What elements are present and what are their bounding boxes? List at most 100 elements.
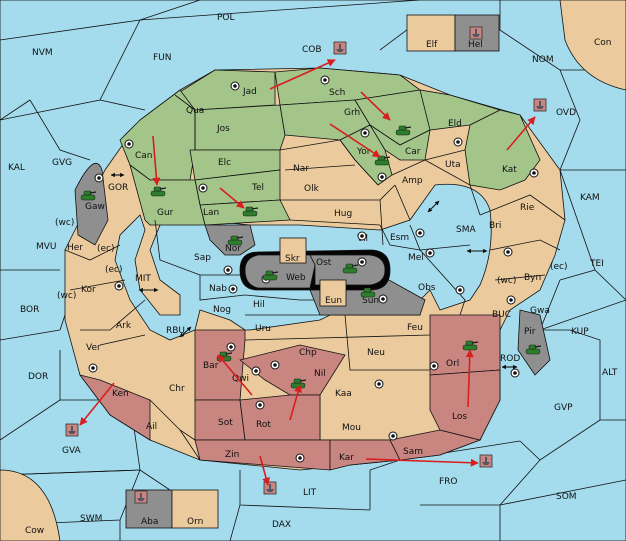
label-gwa: Gwa bbox=[530, 306, 550, 316]
label-pir: Pir bbox=[524, 327, 536, 337]
passage-sma-north bbox=[427, 200, 440, 213]
label-car: Car bbox=[405, 147, 421, 157]
army-unit-pir[interactable] bbox=[525, 344, 542, 355]
label-elf: Elf bbox=[426, 40, 438, 50]
army-unit-nor[interactable] bbox=[227, 235, 244, 246]
sea-label-mit: MIT bbox=[135, 274, 151, 284]
label-can: Can bbox=[135, 151, 153, 161]
territory-sam[interactable] bbox=[389, 429, 482, 461]
elf-hel-island bbox=[406, 14, 500, 52]
sea-label-mvu: MVU bbox=[36, 242, 57, 252]
territory-gaw[interactable] bbox=[74, 163, 109, 246]
supply-center-sun bbox=[378, 294, 388, 304]
territory-kat[interactable] bbox=[464, 109, 541, 191]
coast-marker-kor-ec: (ec) bbox=[105, 265, 123, 275]
order-arrow-rot-bar bbox=[217, 354, 253, 396]
sea-label-swm: SWM bbox=[80, 514, 102, 524]
fleet-unit-gva[interactable] bbox=[65, 423, 79, 437]
sea-label-buc: BUC bbox=[492, 310, 511, 320]
coast-marker-byn-wc: (wc) bbox=[497, 276, 516, 286]
army-unit-gaw[interactable] bbox=[80, 190, 97, 201]
label-nor: Nor bbox=[225, 244, 241, 254]
order-arrow-sch-car bbox=[360, 91, 391, 121]
territory-skr[interactable] bbox=[279, 237, 307, 264]
supply-center-rot bbox=[255, 400, 265, 410]
sea-label-pol: POL bbox=[217, 13, 235, 23]
army-unit-ost[interactable] bbox=[342, 263, 359, 274]
supply-center-jad bbox=[230, 81, 240, 91]
army-unit-sun[interactable] bbox=[360, 287, 377, 298]
coast-marker-byn-ec: (ec) bbox=[550, 262, 568, 272]
label-zin: Zin bbox=[225, 450, 239, 460]
order-arrow-kat-ovd bbox=[506, 116, 536, 151]
label-nil: Nil bbox=[314, 369, 326, 379]
sea-label-alt: ALT bbox=[602, 368, 618, 378]
fleet-unit-hel[interactable] bbox=[469, 26, 483, 40]
army-unit-lan[interactable] bbox=[242, 206, 259, 217]
label-tel: Tel bbox=[251, 183, 264, 193]
label-neu: Neu bbox=[367, 348, 385, 358]
fleet-unit-fro[interactable] bbox=[479, 454, 493, 468]
label-grh: Grh bbox=[344, 108, 360, 118]
fleet-unit-aba[interactable] bbox=[134, 490, 148, 504]
coast-marker-her-wc: (wc) bbox=[55, 218, 74, 228]
territory-eun[interactable] bbox=[319, 279, 347, 307]
fleet-unit-lit[interactable] bbox=[263, 481, 277, 495]
label-ark: Ark bbox=[116, 321, 132, 331]
sea-label-gor: GOR bbox=[108, 183, 128, 193]
fleet-unit-cob[interactable] bbox=[333, 41, 347, 55]
label-chp: Chp bbox=[299, 348, 317, 358]
sea-label-kup: KUP bbox=[571, 327, 589, 337]
supply-center-ken bbox=[88, 363, 98, 373]
label-jos: Jos bbox=[216, 124, 230, 134]
army-unit-gur[interactable] bbox=[150, 186, 167, 197]
supply-center-kat bbox=[529, 168, 539, 178]
supply-center-mel bbox=[425, 248, 435, 258]
label-sam: Sam bbox=[403, 447, 423, 457]
supply-center-sch bbox=[320, 75, 330, 85]
label-sch: Sch bbox=[329, 88, 345, 98]
supply-center-nab bbox=[228, 284, 238, 294]
label-hil: Hil bbox=[253, 300, 265, 310]
coast-markers: (wc) (ec) (wc) (ec) (wc) (ec) bbox=[55, 218, 568, 301]
army-unit-orl[interactable] bbox=[462, 340, 479, 351]
label-byn: Byn bbox=[524, 273, 541, 283]
supply-center-ost bbox=[357, 257, 367, 267]
territory-hel[interactable] bbox=[454, 14, 500, 52]
territory-ken[interactable] bbox=[79, 374, 151, 441]
supply-center-esm bbox=[415, 228, 425, 238]
territory-los[interactable] bbox=[429, 369, 501, 441]
army-unit-web[interactable] bbox=[262, 270, 279, 281]
territory-jos[interactable] bbox=[194, 104, 286, 151]
territory-orn[interactable] bbox=[171, 489, 219, 529]
sea-label-kam: KAM bbox=[580, 193, 600, 203]
territory-kar[interactable] bbox=[329, 439, 401, 471]
territory-gur[interactable] bbox=[129, 163, 206, 226]
order-arrow-rot-nil bbox=[289, 384, 302, 421]
label-elc: Elc bbox=[218, 158, 231, 168]
order-arrow-kar-fro bbox=[365, 458, 479, 467]
territory-pir[interactable] bbox=[517, 309, 551, 376]
label-feu: Feu bbox=[407, 323, 423, 333]
label-nab: Nab bbox=[209, 284, 227, 294]
label-sot: Sot bbox=[218, 418, 233, 428]
red-territories bbox=[79, 314, 501, 471]
sea-labels: POL NVM FUN COB NOM Con OVD KAL GVG GOR … bbox=[8, 13, 618, 536]
supply-center-gur bbox=[198, 183, 208, 193]
supply-center-sap bbox=[223, 265, 233, 275]
territory-elf[interactable] bbox=[406, 14, 456, 52]
label-kar: Kar bbox=[339, 453, 354, 463]
supply-center-can bbox=[124, 139, 134, 149]
sea-label-dax: DAX bbox=[272, 520, 291, 530]
territory-labels: Jad Sch Qua Jos Grh Eld Can Yor Car Elc … bbox=[67, 40, 550, 527]
army-unit-sch[interactable] bbox=[395, 125, 412, 136]
sea-label-rod: ROD bbox=[500, 354, 520, 364]
supply-center-gvp bbox=[510, 368, 520, 378]
fleet-unit-ovd[interactable] bbox=[533, 98, 547, 112]
label-kat: Kat bbox=[502, 165, 517, 175]
label-rie: Rie bbox=[520, 203, 535, 213]
territory-rot[interactable] bbox=[239, 394, 321, 441]
label-chr: Chr bbox=[169, 384, 185, 394]
